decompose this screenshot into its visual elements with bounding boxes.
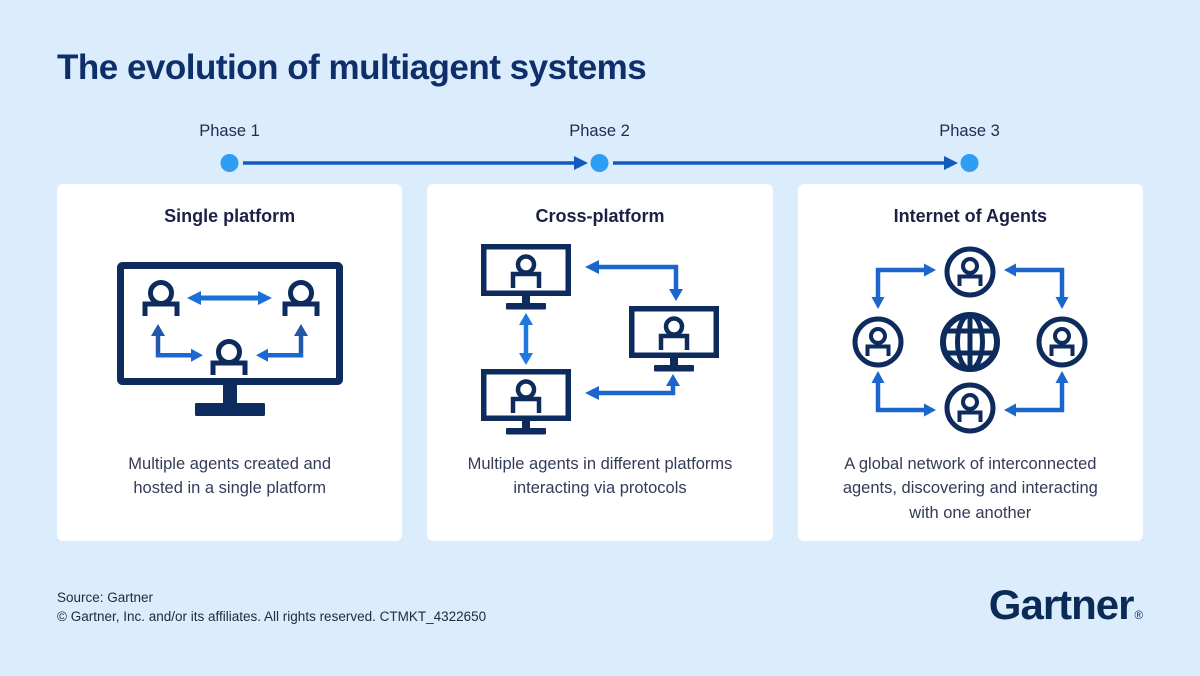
elbow-arrow-icon xyxy=(255,323,308,362)
gartner-logo-text: Gartner xyxy=(988,581,1135,628)
phase-2-label: Phase 2 xyxy=(569,122,630,140)
registered-trademark-icon: ® xyxy=(1134,610,1143,622)
timeline-arrow-2 xyxy=(613,156,958,170)
copyright-line: © Gartner, Inc. and/or its affiliates. A… xyxy=(57,608,487,624)
globe-icon xyxy=(940,311,1001,372)
agent-person-icon xyxy=(142,279,180,316)
elbow-arrow-icon xyxy=(584,373,680,400)
double-arrow-icon xyxy=(518,312,533,365)
circled-agent-icon xyxy=(1036,316,1088,367)
elbow-arrow-icon xyxy=(584,259,683,301)
phase-labels: Phase 1 Phase 2 Phase 3 xyxy=(57,120,1143,146)
monitor-agent-icon xyxy=(480,243,571,309)
page-title: The evolution of multiagent systems xyxy=(57,48,647,87)
elbow-arrow-icon xyxy=(1004,370,1069,416)
arrow-right-icon xyxy=(944,156,958,170)
elbow-arrow-icon xyxy=(1004,263,1069,309)
phase-3-label: Phase 3 xyxy=(939,122,1000,140)
icon-box xyxy=(57,227,402,452)
icon-box xyxy=(427,227,772,452)
card-single-platform: Single platform xyxy=(57,184,403,541)
card-internet-of-agents: Internet of Agents xyxy=(797,184,1143,541)
monitor-with-agents-icon xyxy=(116,261,343,416)
agent-person-icon xyxy=(210,338,248,375)
double-arrow-icon xyxy=(186,290,272,305)
elbow-arrow-icon xyxy=(871,263,937,309)
card-caption: Multiple agents created and hosted in a … xyxy=(128,455,332,498)
monitor-agent-icon xyxy=(480,368,571,434)
agent-person-icon xyxy=(282,279,320,316)
card-title: Single platform xyxy=(164,206,296,226)
timeline-track xyxy=(220,154,979,172)
phase-1-dot-icon xyxy=(220,154,239,172)
monitor-agent-icon xyxy=(628,305,719,371)
phase-1-label: Phase 1 xyxy=(199,122,260,140)
linked-monitors-icon xyxy=(480,243,719,434)
phase-3-dot-icon xyxy=(960,154,979,172)
elbow-arrow-icon xyxy=(150,323,203,362)
card-cross-platform: Cross-platform xyxy=(427,184,773,541)
phase-cards: Single platform xyxy=(57,184,1143,541)
arrow-right-icon xyxy=(574,156,588,170)
circled-agent-icon xyxy=(852,316,904,367)
gartner-logo: Gartner® xyxy=(989,584,1143,626)
card-caption: Multiple agents in different platforms i… xyxy=(467,455,733,498)
phase-2-dot-icon xyxy=(590,154,609,172)
elbow-arrow-icon xyxy=(871,370,937,416)
agents-around-globe-icon xyxy=(852,246,1088,433)
footer: Source: Gartner © Gartner, Inc. and/or i… xyxy=(57,584,1143,626)
card-caption: A global network of interconnected agent… xyxy=(842,455,1098,522)
card-title: Cross-platform xyxy=(535,206,665,226)
timeline-arrow-1 xyxy=(243,156,588,170)
source-line: Source: Gartner xyxy=(57,590,154,605)
timeline: Phase 1 Phase 2 Phase 3 xyxy=(57,120,1143,177)
icon-box xyxy=(798,227,1143,452)
monitor-icon xyxy=(116,261,343,416)
source-block: Source: Gartner © Gartner, Inc. and/or i… xyxy=(57,589,486,626)
card-title: Internet of Agents xyxy=(893,206,1047,226)
circled-agent-icon xyxy=(944,382,996,433)
circled-agent-icon xyxy=(944,246,996,297)
